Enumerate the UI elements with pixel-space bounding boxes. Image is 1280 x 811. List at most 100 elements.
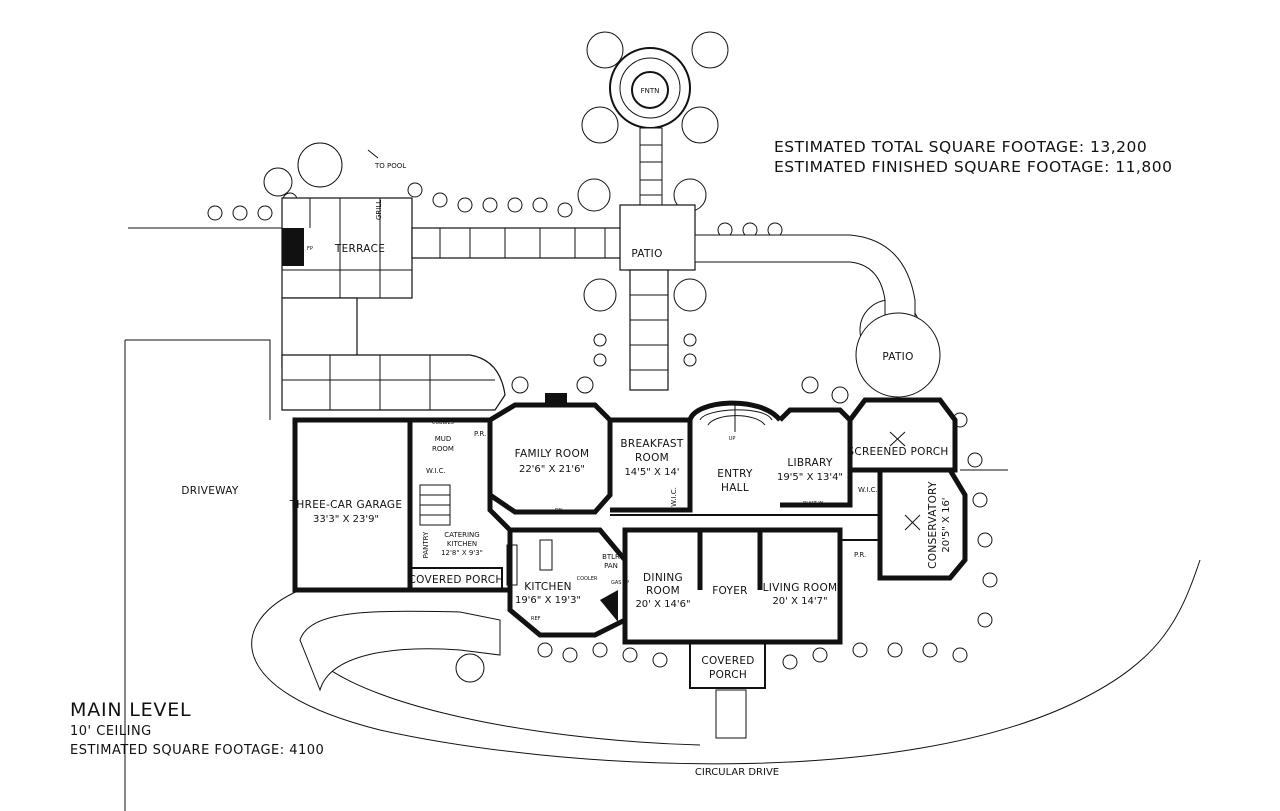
breakfast-walls: [610, 417, 693, 513]
kitchen-dim: 19'6" X 19'3": [515, 595, 581, 606]
to-pool-arrow: [367, 149, 379, 159]
flagstone-path-west: [299, 610, 501, 692]
patio-main-label: PATIO: [631, 248, 662, 260]
ceiling-height-text: 10' CEILING: [70, 724, 152, 739]
catering-label-2: KITCHEN: [447, 540, 477, 548]
stair-curve-walls: [687, 400, 782, 422]
service-stair: [419, 484, 451, 526]
ref-label: REF: [531, 616, 541, 622]
east-path: PATIO: [694, 234, 941, 398]
gas-fp-family-label: GAS FP: [547, 393, 565, 399]
building-walls: [292, 393, 968, 689]
garage-label: THREE-CAR GARAGE: [289, 499, 403, 511]
pantry-label: PANTRY: [422, 531, 430, 558]
circular-drive-outer: [251, 559, 1201, 765]
garage-dim: 33'3" X 23'9": [313, 514, 379, 525]
library-label: LIBRARY: [787, 457, 833, 469]
kitchen-walls: [507, 527, 628, 638]
fountain-ring: [619, 57, 681, 119]
level-title: MAIN LEVEL: [70, 699, 192, 721]
living-dim: 20' X 14'7": [772, 596, 827, 607]
tree: [586, 31, 624, 69]
ceiling-fan-icon: [904, 514, 921, 531]
conservatory-dim: 20'5" X 16': [941, 497, 952, 552]
tree: [673, 278, 707, 312]
grill-label: GRILL: [375, 200, 383, 220]
shrub-rows: [207, 182, 998, 670]
kitchen-label: KITCHEN: [524, 581, 572, 593]
foyer-label: FOYER: [712, 585, 748, 597]
catering-dim: 12'8" X 9'3": [441, 549, 483, 557]
covered-porch-west-label: COVERED PORCH: [408, 574, 503, 586]
patio-spine: [629, 269, 669, 391]
terrace-paving: FP TERRACE PATIO GRILL: [281, 197, 696, 411]
family-room-walls: [487, 402, 613, 515]
conservatory-walls: [877, 467, 968, 581]
garage-walls: [292, 417, 413, 593]
circular-drive-label: CIRCULAR DRIVE: [695, 767, 779, 778]
front-walk: [715, 689, 747, 739]
breakfast-label-2: ROOM: [635, 452, 669, 464]
tree: [263, 167, 293, 197]
stair-up-label: UP: [729, 436, 736, 442]
tree: [577, 178, 611, 212]
driveway-label: DRIVEWAY: [181, 485, 239, 497]
fountain-walk: FNTN: [609, 47, 691, 207]
living-label: LIVING ROOM: [763, 582, 838, 594]
terrace-curve: [281, 354, 506, 411]
level-sqft-text: ESTIMATED SQUARE FOOTAGE: 4100: [70, 743, 325, 758]
covered-porch-front-label: COVERED: [701, 655, 754, 667]
wic-breakfast-label: W.I.C.: [670, 487, 678, 507]
patio-east-area: [855, 312, 941, 398]
entry-hall-label: ENTRY: [717, 468, 753, 480]
flagstone-path-east: [694, 234, 916, 331]
cooler-label: COOLER: [577, 576, 598, 582]
covered-porch-front: [689, 641, 766, 689]
stone-walk: [639, 127, 663, 207]
trees-shrubs: [263, 31, 921, 683]
room-labels: FAMILY ROOM 22'6" X 21'6" BREAKFAST ROOM…: [181, 393, 952, 778]
conservatory-label: CONSERVATORY: [927, 481, 939, 569]
stair-dn-label: DN: [555, 508, 563, 514]
kitchen-counter: [506, 544, 518, 586]
terrace-label: TERRACE: [334, 243, 385, 255]
driveway-edge-line: [125, 339, 271, 420]
built-in-label: BUILT IN: [803, 501, 824, 507]
covered-porch-front-label-2: PORCH: [709, 669, 747, 681]
pr-east-label: P.R.: [854, 551, 866, 559]
wic-library-label: W.I.C.: [858, 486, 878, 494]
gas-fp-dining-label: GAS FP: [611, 580, 629, 586]
breakfast-dim: 14'5" X 14': [624, 467, 679, 478]
finished-sqft-text: ESTIMATED FINISHED SQUARE FOOTAGE: 11,80…: [774, 158, 1173, 176]
family-fireplace: [545, 393, 567, 405]
patio-main-area: [619, 204, 696, 271]
patio-east-label: PATIO: [882, 351, 913, 363]
fountain-label: FNTN: [641, 87, 660, 95]
tree: [691, 31, 729, 69]
dining-label-2: ROOM: [646, 585, 680, 597]
breakfast-label: BREAKFAST: [620, 438, 684, 450]
cubbies-label: CUBBIES: [432, 420, 454, 426]
tree: [583, 278, 617, 312]
dining-fireplace: [600, 590, 618, 622]
ceiling-fan-icon: [889, 431, 906, 447]
family-room-label: FAMILY ROOM: [515, 448, 590, 460]
curved-stair: [699, 405, 773, 432]
tree: [455, 653, 485, 683]
to-pool-label: TO POOL: [374, 162, 406, 170]
tree: [681, 106, 719, 144]
screened-porch-label: SCREENED PORCH: [847, 446, 948, 458]
dining-dim: 20' X 14'6": [635, 599, 690, 610]
dining-label: DINING: [643, 572, 683, 584]
total-sqft-text: ESTIMATED TOTAL SQUARE FOOTAGE: 13,200: [774, 138, 1148, 156]
kitchen-island: [539, 539, 553, 571]
patio-walk: [411, 227, 633, 259]
butler-pantry-label: BTLR: [602, 553, 620, 561]
family-room-dim: 22'6" X 21'6": [519, 464, 585, 475]
butler-pantry-label-2: PAN: [604, 562, 618, 570]
library-walls: [778, 407, 853, 508]
covered-porch-west: [409, 567, 503, 591]
mud-room-label-2: ROOM: [432, 445, 454, 453]
wic-west-label: W.I.C.: [426, 467, 446, 475]
